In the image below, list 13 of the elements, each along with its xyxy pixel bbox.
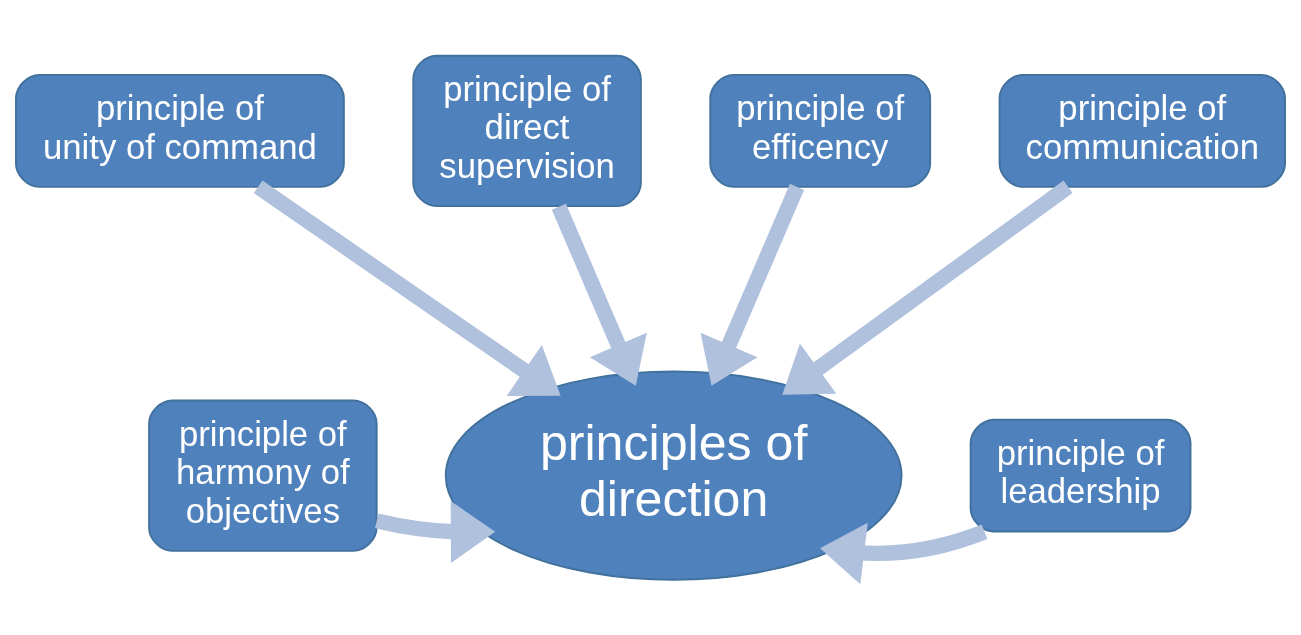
arrow: [820, 522, 988, 585]
node-box: principle of harmony of objectives: [148, 399, 378, 552]
arrow: [253, 180, 561, 397]
arrow: [375, 500, 496, 563]
node-box: principle of communication: [998, 74, 1286, 188]
node-box: principle of efficency: [709, 74, 932, 188]
node-box: principle of direct supervision: [412, 54, 642, 208]
node-box: principle of leadership: [969, 418, 1192, 533]
node-ellipse: principles of direction: [444, 370, 903, 581]
node-box: principle of unity of command: [15, 74, 345, 188]
arrow: [551, 203, 647, 386]
arrow: [782, 180, 1073, 395]
arrow: [700, 183, 805, 386]
